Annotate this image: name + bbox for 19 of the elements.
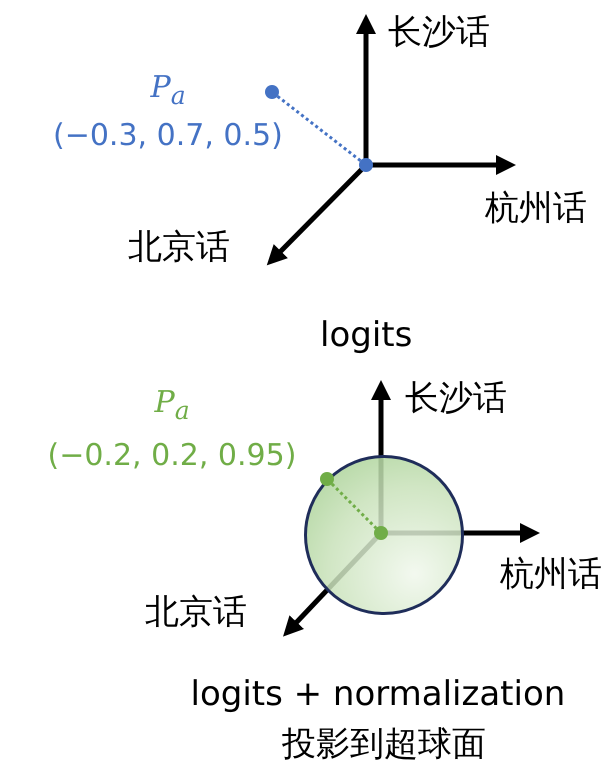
point-name: P$_{a}$ <box>150 70 186 109</box>
origin-dot <box>359 158 373 172</box>
coordinate-label: (−0.3, 0.7, 0.5) <box>53 118 283 152</box>
axis-label: 长沙话 <box>388 14 490 52</box>
axis-label: 杭州话 <box>485 190 587 228</box>
axis-label: 北京话 <box>145 594 247 632</box>
axis-label: 北京话 <box>128 229 230 266</box>
axis-label: 杭州话 <box>500 556 602 594</box>
leader-line <box>330 482 378 530</box>
chart-caption: logits + normalization <box>190 676 566 713</box>
chart-caption: 投影到超球面 <box>282 726 486 763</box>
leader-line <box>276 95 362 162</box>
point-name: P$_{a}$ <box>154 386 190 424</box>
point-dot <box>265 85 279 99</box>
axis-label: 长沙话 <box>405 380 507 418</box>
coordinate-label: (−0.2, 0.2, 0.95) <box>48 438 296 472</box>
point-dot <box>320 472 334 486</box>
origin-dot <box>374 526 388 540</box>
chart-caption: logits <box>320 316 412 354</box>
